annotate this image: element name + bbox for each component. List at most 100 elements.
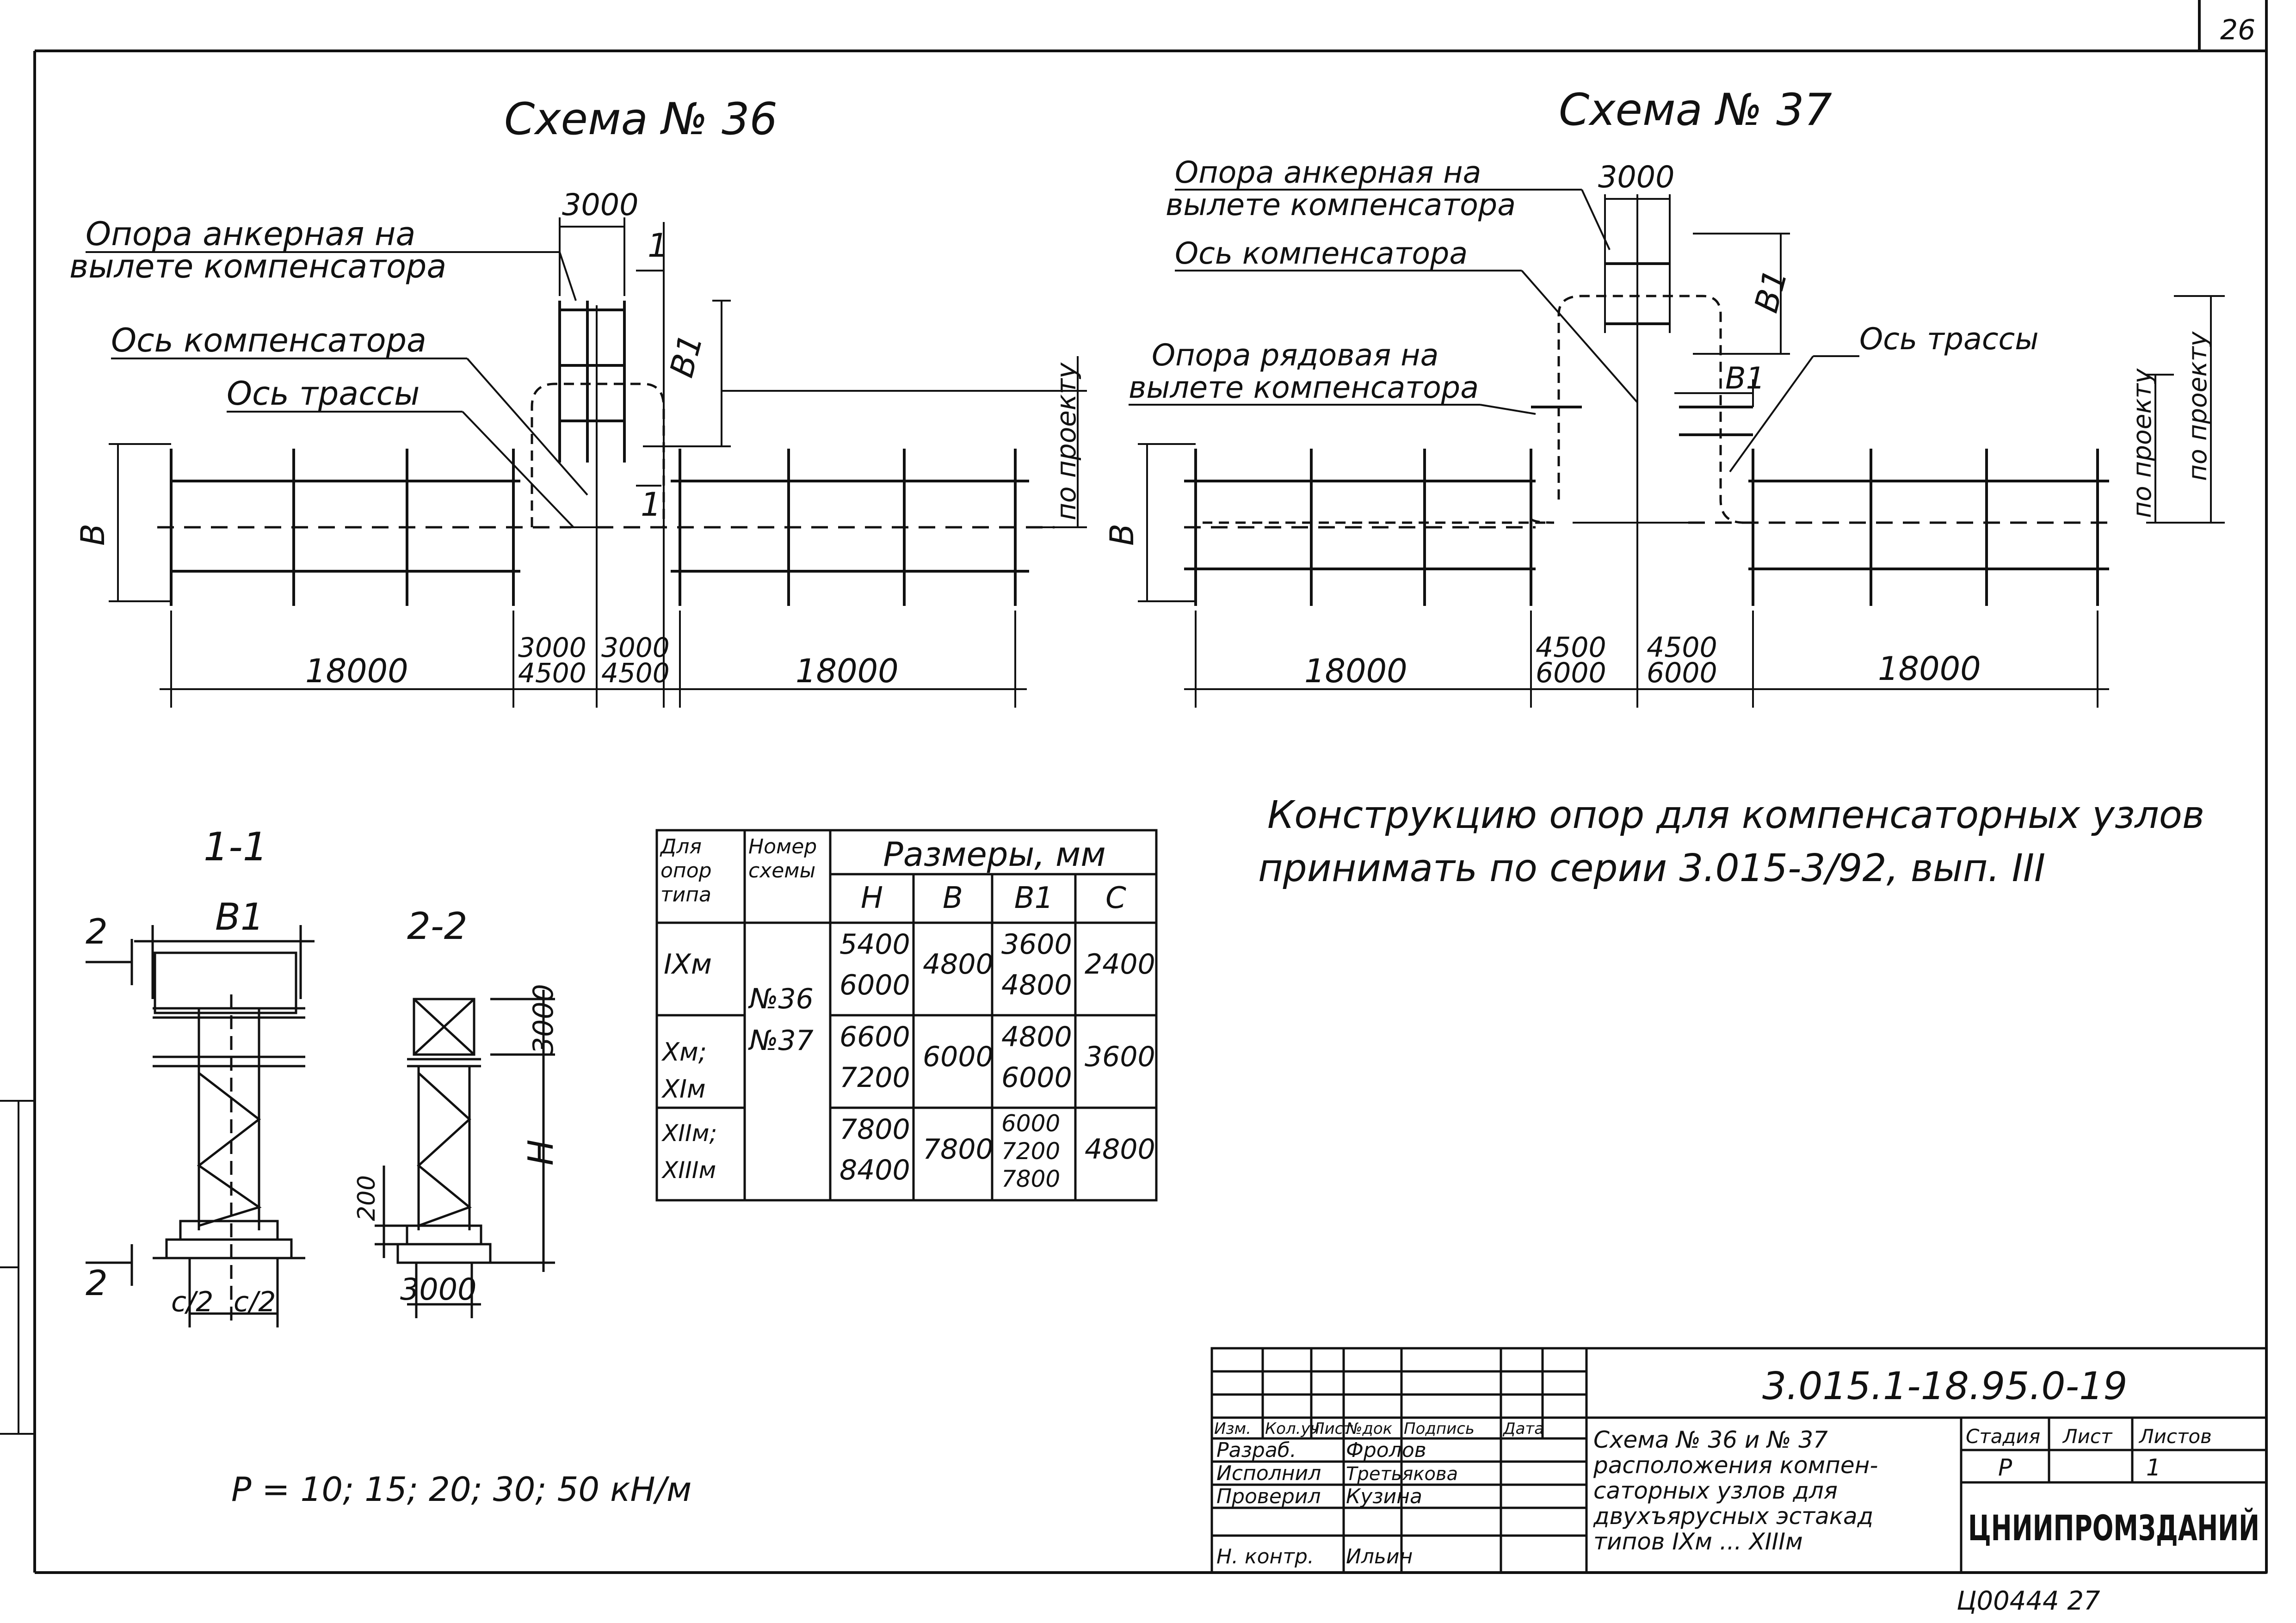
title-block-doc-code: 3.015.1-18.95.0-19 (1762, 1364, 2128, 1408)
table-scheme-37: №37 (749, 1024, 814, 1057)
scheme-37-right-run (1688, 449, 2109, 606)
load-note: P = 10; 15; 20; 30; 50 кН/м (231, 1470, 691, 1509)
scheme-37-dim-proj-lines (2146, 295, 2225, 524)
table-header-sizes: Размеры, мм (883, 835, 1106, 874)
scheme-36-center-axes (596, 222, 1055, 708)
scheme-37-dim-b1-horiz: В1 (1725, 361, 1765, 396)
construction-note-line1: Конструкцию опор для компенсаторных узло… (1267, 793, 2204, 837)
title-block-role-2: Исполнил (1216, 1462, 1321, 1485)
scheme-36-dim-b1: В1 (662, 330, 710, 382)
title-block-col-date: Дата (1502, 1419, 1544, 1438)
scheme-36-dim-proj-line (1036, 356, 1087, 528)
scheme-37-dim-right: 18000 (1878, 650, 1981, 688)
table-row-3-b1-2: 7200 (1001, 1138, 1061, 1165)
title-block-col-ndok: №док (1345, 1419, 1393, 1438)
title-block-name-2: Третьякова (1346, 1463, 1458, 1485)
scheme-36-leaders (86, 251, 588, 528)
table-row-1-b1-1: 3600 (1001, 928, 1072, 961)
scheme-37-dim-left: 18000 (1304, 652, 1407, 690)
title-block-desc-5: типов IXм ... XIIIм (1593, 1528, 1803, 1555)
title-block-col-sign: Подпись (1404, 1419, 1475, 1438)
scheme-37-label-comp-axis: Ось компенсатора (1175, 236, 1468, 271)
title-block-stage-value: Р (1998, 1454, 2012, 1481)
scheme-37-dim-proj-2: по проекту (2183, 331, 2212, 481)
title-block-sheet-header: Лист (2062, 1425, 2113, 1448)
title-block-role-3: Проверил (1216, 1485, 1321, 1508)
scheme-36-dim-mid-right-1: 3000 (601, 632, 670, 663)
scheme-37-dim-b: В (1103, 524, 1141, 546)
scheme-36: Схема № 36 Опора анкерная на вылете комп… (69, 94, 1087, 708)
sheet-number: 26 (2220, 14, 2255, 46)
title-block-name-1: Фролов (1346, 1438, 1426, 1462)
section-1-1-mark-bottom: 2 (86, 1263, 108, 1303)
scheme-37-title: Схема № 37 (1559, 85, 1832, 136)
scheme-37-dims-bottom (1184, 611, 2109, 708)
table-row-3-b1-3: 7800 (1001, 1166, 1061, 1192)
section-2-2-dim-3000-vert: 3000 (527, 984, 560, 1055)
title-block-role-1: Разраб. (1216, 1438, 1296, 1462)
scheme-36-dim-left: 18000 (305, 652, 408, 690)
table-row-3-type: XIIм; XIIIм (662, 1120, 717, 1184)
section-1-1-dim-c1: с/2 (171, 1286, 213, 1318)
scheme-36-dim-b-line (109, 443, 171, 602)
table-header-scheme: Номер схемы (748, 835, 817, 882)
table-subheader-b: В (943, 881, 963, 915)
title-block-name-4: Ильин (1346, 1545, 1413, 1568)
table-row-1-b: 4800 (923, 948, 994, 981)
scheme-36-dims-bottom (160, 611, 1027, 708)
title-block-desc-1: Схема № 36 и № 37 (1593, 1426, 1828, 1453)
scheme-36-anchor-supports (558, 301, 626, 463)
scheme-36-section-mark: 1 (648, 227, 668, 265)
table-row-2-b: 6000 (923, 1041, 994, 1073)
table-row-1-type: IXм (664, 948, 712, 981)
table-subheader-h: H (860, 881, 883, 915)
scheme-37-label-row-2: вылете компенсатора (1129, 370, 1479, 405)
title-block-organization: ЦНИИПРОМЗДАНИЙ (1968, 1507, 2259, 1549)
scheme-37-label-anchor: Опора анкерная на (1175, 155, 1481, 190)
title-block-desc-4: двухъярусных эстакад (1593, 1503, 1873, 1530)
scheme-37-label-anchor-2: вылете компенсатора (1166, 188, 1516, 222)
scheme-37-dim-top: 3000 (1598, 160, 1674, 195)
table-row-3-b: 7800 (923, 1133, 994, 1166)
scheme-36-label-comp-axis: Ось компенсатора (111, 321, 426, 359)
title-block-sheets-header: Листов (2138, 1425, 2212, 1448)
table-row-2-type: Xм; XIм (662, 1037, 707, 1104)
table-row-2-b1-2: 6000 (1001, 1061, 1072, 1094)
table-row-2-h1: 6600 (839, 1021, 910, 1053)
scheme-36-dim-mid-left-1: 3000 (518, 632, 586, 663)
page-footer-code: Ц00444 27 (1957, 1586, 2100, 1616)
scheme-36-dim-proj: по проекту (1050, 362, 1082, 520)
scheme-37-dim-mid-right-2: 6000 (1647, 657, 1717, 689)
section-2-2-dim-h: H (520, 1140, 561, 1166)
title-block-desc-2: расположения компен- (1593, 1452, 1878, 1479)
title-block-name-3: Кузина (1346, 1485, 1422, 1508)
table-row-1-b1-2: 4800 (1001, 969, 1072, 1001)
scheme-37-dim-mid-left-1: 4500 (1536, 631, 1606, 664)
section-1-1-title: 1-1 (204, 824, 268, 870)
scheme-36-dim-mid-right-2: 4500 (601, 657, 670, 689)
title-block-col-list: Лист (1312, 1419, 1353, 1438)
scheme-36-left-run (157, 449, 571, 606)
table-header-type: Для опор типа (660, 835, 712, 907)
table-row-2-c: 3600 (1085, 1041, 1155, 1073)
section-2-2-title: 2-2 (407, 905, 468, 948)
section-2-2-drawing (375, 990, 555, 1318)
table-row-2-b1-1: 4800 (1001, 1021, 1072, 1053)
scheme-36-dim-mid-left-2: 4500 (518, 657, 586, 689)
title-block: 3.015.1-18.95.0-19 Изм. Кол.уч Лист №док… (1210, 1347, 2268, 1574)
table-row-2-h2: 7200 (839, 1061, 910, 1094)
scheme-36-expansion-loop (531, 383, 665, 527)
table-scheme-36: №36 (749, 983, 814, 1015)
scheme-37-dim-proj-1: по проекту (2127, 368, 2157, 518)
title-block-col-izm: Изм. (1214, 1419, 1251, 1438)
scheme-37-dim-mid-right-1: 4500 (1647, 631, 1717, 664)
construction-note-line2: принимать по серии 3.015-3/92, вып. III (1258, 846, 2045, 890)
section-1-1-mark-top: 2 (86, 911, 108, 952)
title-block-desc-3: саторных узлов для (1593, 1477, 1838, 1504)
table-row-3-c: 4800 (1085, 1133, 1155, 1166)
scheme-37-dim-mid-left-2: 6000 (1536, 657, 1606, 689)
scheme-37-left-run (1184, 449, 1536, 606)
scheme-37-dim-b1-vert: В1 (1747, 265, 1795, 317)
scheme-36-section-mark-low: 1 (641, 486, 661, 524)
